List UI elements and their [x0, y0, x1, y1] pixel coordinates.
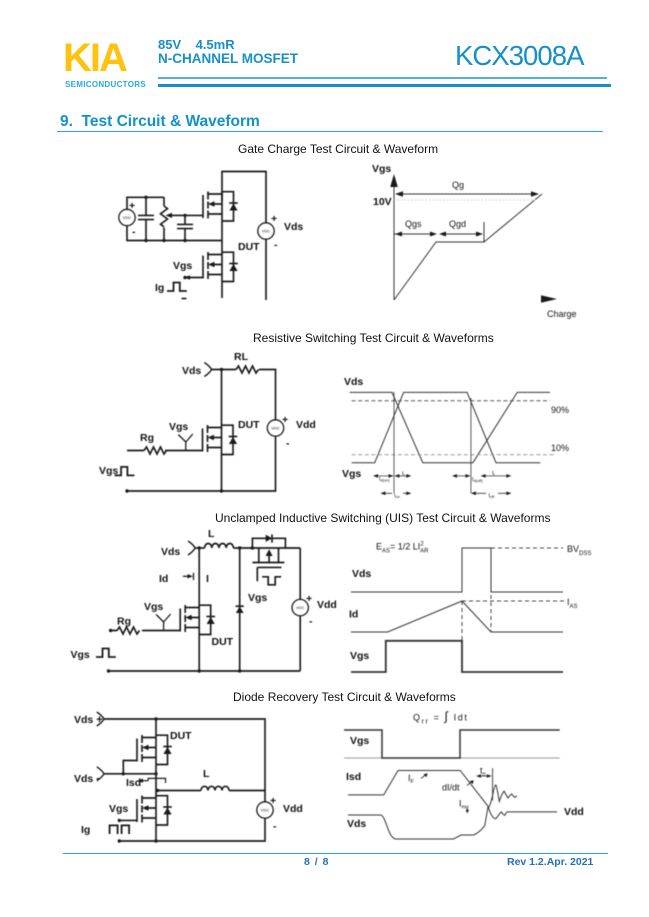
- svg-text:Id: Id: [349, 609, 358, 621]
- svg-text:+: +: [282, 414, 288, 426]
- svg-text:Qrr = ∫ Idt: Qrr = ∫ Idt: [413, 710, 469, 726]
- svg-text:90%: 90%: [551, 405, 569, 415]
- svg-text:Vds: Vds: [352, 568, 371, 580]
- svg-text:tf: tf: [492, 471, 495, 477]
- svg-text:Vds: Vds: [161, 546, 180, 558]
- svg-text:-: -: [274, 239, 278, 251]
- svg-text:Charge: Charge: [547, 309, 577, 319]
- svg-text:Vgs: Vgs: [248, 592, 267, 604]
- svg-text:DUT: DUT: [238, 419, 260, 431]
- svg-text:-: -: [132, 226, 136, 238]
- svg-text:Id: Id: [159, 573, 168, 585]
- svg-text:10V: 10V: [373, 196, 392, 208]
- svg-text:Qg: Qg: [452, 180, 464, 190]
- svg-text:IRM: IRM: [459, 799, 469, 810]
- svg-text:DUT: DUT: [170, 730, 192, 742]
- svg-text:Vgs: Vgs: [71, 649, 90, 661]
- svg-text:+: +: [270, 795, 276, 807]
- svg-text:Vgs: Vgs: [173, 260, 192, 272]
- svg-text:Ig: Ig: [155, 282, 164, 294]
- svg-text:10%: 10%: [551, 443, 569, 453]
- svg-text:Vds -: Vds -: [74, 771, 100, 785]
- svg-text:+: +: [271, 213, 277, 225]
- svg-text:Vds: Vds: [347, 818, 366, 830]
- svg-text:-: -: [309, 616, 313, 628]
- svg-text:Vgs: Vgs: [342, 468, 361, 480]
- svg-text:Vgs: Vgs: [350, 735, 369, 747]
- svg-text:Vdd: Vdd: [317, 599, 337, 611]
- svg-text:Vds: Vds: [182, 365, 201, 377]
- svg-text:IAS: IAS: [567, 597, 578, 610]
- svg-text:+: +: [129, 200, 135, 212]
- svg-text:Isd: Isd: [346, 771, 361, 783]
- svg-text:td(off): td(off): [472, 477, 483, 483]
- svg-text:Vgs: Vgs: [372, 163, 391, 175]
- svg-text:-: -: [273, 821, 277, 833]
- svg-text:I: I: [206, 573, 209, 585]
- svg-text:Qgd: Qgd: [449, 219, 466, 229]
- svg-text:Vgs: Vgs: [350, 650, 369, 662]
- svg-text:Vdd: Vdd: [564, 806, 584, 818]
- svg-text:Vds: Vds: [344, 376, 363, 388]
- svg-text:Vgs: Vgs: [99, 465, 118, 477]
- svg-text:IF: IF: [408, 773, 415, 785]
- svg-text:Vdd: Vdd: [296, 419, 316, 431]
- svg-text:Vds +: Vds +: [74, 714, 103, 726]
- svg-text:Rg: Rg: [140, 432, 154, 444]
- svg-text:Vdd: Vdd: [283, 803, 303, 815]
- svg-text:Vds: Vds: [284, 221, 303, 233]
- svg-text:L: L: [208, 528, 215, 540]
- svg-text:Rg: Rg: [117, 616, 131, 628]
- svg-text:td(on): td(on): [379, 477, 390, 483]
- svg-text:Qgs: Qgs: [405, 219, 422, 229]
- svg-text:Isd: Isd: [126, 777, 141, 789]
- svg-text:ton: ton: [394, 493, 400, 499]
- svg-text:tr: tr: [402, 471, 405, 477]
- svg-text:toff: toff: [489, 493, 496, 499]
- svg-text:DUT: DUT: [212, 636, 234, 648]
- svg-text:RL: RL: [234, 351, 249, 363]
- svg-text:Vgs: Vgs: [169, 421, 188, 433]
- svg-text:+: +: [306, 593, 312, 605]
- svg-text:BVDSS: BVDSS: [567, 544, 591, 557]
- svg-text:DUT: DUT: [238, 241, 260, 253]
- svg-text:dI/dt: dI/dt: [442, 783, 460, 793]
- svg-text:Ig: Ig: [81, 824, 90, 836]
- svg-text:-: -: [286, 438, 290, 450]
- svg-text:trr: trr: [480, 766, 486, 778]
- svg-text:Vgs: Vgs: [144, 601, 163, 613]
- svg-text:Vgs: Vgs: [109, 803, 128, 815]
- svg-text:L: L: [203, 768, 210, 780]
